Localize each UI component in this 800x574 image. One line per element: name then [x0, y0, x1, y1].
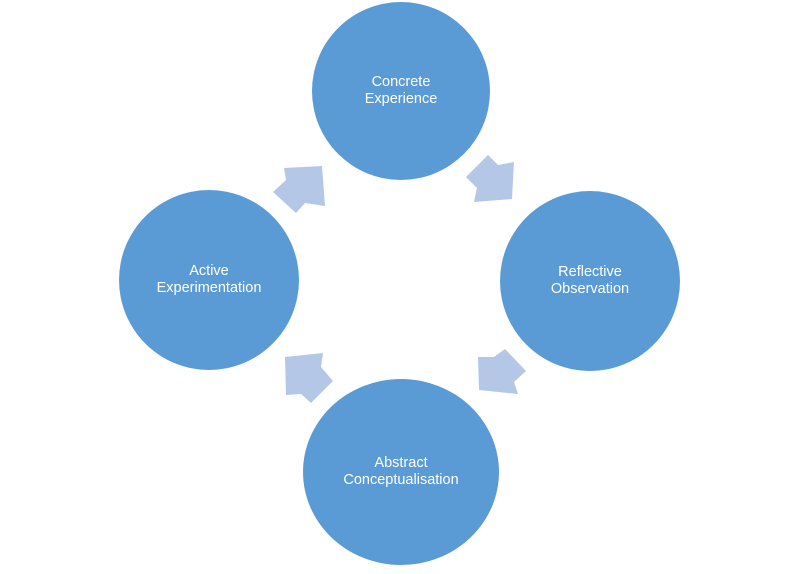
- arrow-down-right-icon: [466, 155, 514, 202]
- stage-reflective-observation: Reflective Observation: [500, 191, 680, 371]
- stage-concrete-experience: Concrete Experience: [312, 2, 490, 180]
- arrow-up-left-icon: [285, 353, 333, 403]
- arrow-down-left-icon: [478, 349, 526, 394]
- arrow-up-right-icon: [273, 166, 325, 213]
- stage-label-line1: Reflective: [558, 264, 622, 280]
- stage-label-line2: Conceptualisation: [343, 472, 459, 488]
- stage-label-line1: Abstract: [374, 455, 428, 471]
- stage-abstract-conceptualisation: Abstract Conceptualisation: [303, 379, 499, 565]
- stage-label-line2: Experience: [364, 91, 438, 107]
- stage-label-line2: Experimentation: [156, 280, 262, 296]
- stage-active-experimentation: Active Experimentation: [119, 190, 299, 370]
- stage-label-line1: Concrete: [371, 74, 431, 90]
- stage-label-line1: Active: [189, 263, 229, 279]
- stage-label-line2: Observation: [550, 281, 630, 297]
